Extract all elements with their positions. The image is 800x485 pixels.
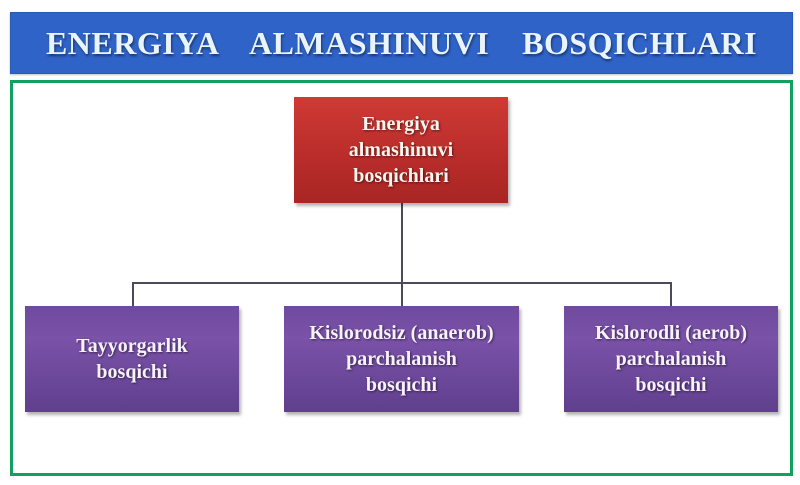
child-node-label: Kislorodsiz (anaerob) parchalanish bosqi… (309, 322, 494, 396)
root-node: Energiya almashinuvi bosqichlari (294, 97, 508, 203)
page-title: ENERGIYA ALMASHINUVI BOSQICHLARI (45, 24, 758, 61)
title-banner: ENERGIYA ALMASHINUVI BOSQICHLARI (10, 12, 793, 74)
child-node-preparatory: Tayyorgarlik bosqichi (25, 306, 239, 412)
child-node-label: Kislorodli (aerob) parchalanish bosqichi (594, 322, 748, 396)
connector-child-1 (132, 282, 134, 306)
connector-root-down (401, 203, 403, 283)
child-node-label: Tayyorgarlik bosqichi (76, 335, 188, 383)
connector-child-2 (401, 282, 403, 306)
connector-child-3 (670, 282, 672, 306)
child-node-aerobic: Kislorodli (aerob) parchalanish bosqichi (564, 306, 778, 412)
root-node-label: Energiya almashinuvi bosqichlari (348, 113, 454, 187)
child-node-anaerobic: Kislorodsiz (anaerob) parchalanish bosqi… (284, 306, 519, 412)
